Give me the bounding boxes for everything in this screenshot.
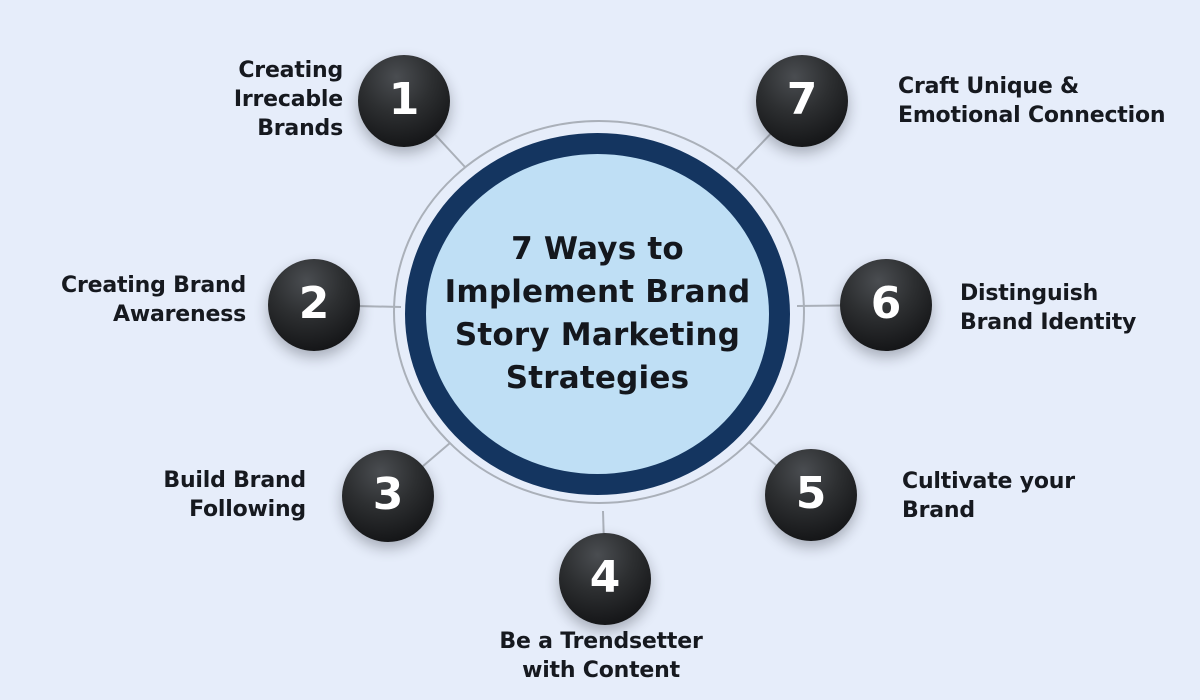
outer-ring xyxy=(393,120,805,504)
node-label-5: Cultivate your Brand xyxy=(902,469,1075,523)
node-number-1: 1 xyxy=(388,74,420,125)
node-label-7: Craft Unique & Emotional Connection xyxy=(898,74,1166,128)
node-circle-2: 2 xyxy=(268,259,360,351)
node-circle-5: 5 xyxy=(765,449,857,541)
node-circle-1: 1 xyxy=(358,55,450,147)
node-label-1: Creating Irrecable Brands xyxy=(233,58,343,141)
node-number-7: 7 xyxy=(786,74,818,125)
node-label-6: Distinguish Brand Identity xyxy=(960,281,1137,335)
node-number-3: 3 xyxy=(372,469,404,520)
node-circle-3: 3 xyxy=(342,450,434,542)
node-circle-7: 7 xyxy=(756,55,848,147)
node-label-4: Be a Trendsetter with Content xyxy=(499,629,703,683)
node-number-6: 6 xyxy=(870,278,902,329)
node-number-5: 5 xyxy=(795,468,827,519)
node-label-2: Creating Brand Awareness xyxy=(61,273,246,327)
node-number-2: 2 xyxy=(298,278,330,329)
center-circle: 7 Ways to Implement Brand Story Marketin… xyxy=(405,133,790,495)
node-circle-4: 4 xyxy=(559,533,651,625)
node-circle-6: 6 xyxy=(840,259,932,351)
node-number-4: 4 xyxy=(589,552,621,603)
diagram-title: 7 Ways to Implement Brand Story Marketin… xyxy=(444,231,751,396)
node-label-3: Build Brand Following xyxy=(163,468,306,522)
